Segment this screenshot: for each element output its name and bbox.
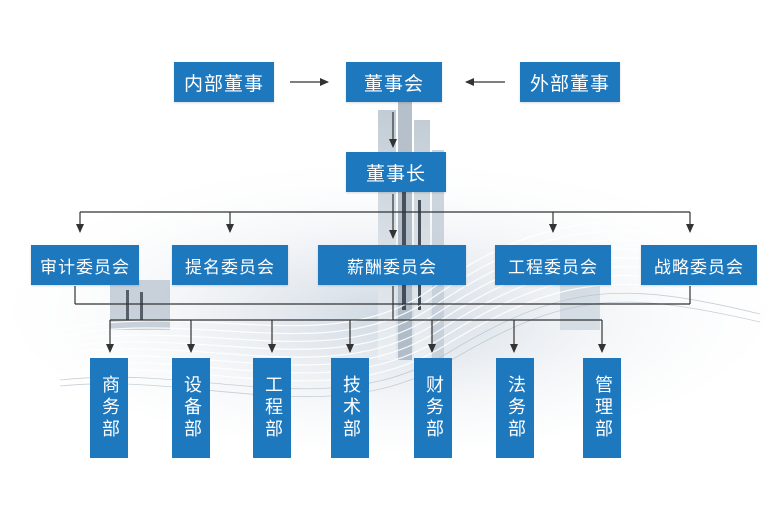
dept-equipment: 设备部 [172,358,210,458]
board-label: 董事会 [363,72,424,95]
internal-directors-label: 内部董事 [183,72,264,95]
dept-legal: 法务部 [496,358,534,458]
dept-commerce: 商务部 [90,358,128,458]
board-box: 董事会 [346,62,442,102]
dept-label: 技术部 [340,375,361,441]
committee-nomination: 提名委员会 [172,245,288,285]
chairman-label: 董事长 [365,162,426,185]
dept-label: 商务部 [99,375,120,441]
dept-label: 法务部 [505,375,526,441]
committee-compensation: 薪酬委员会 [318,245,466,285]
committee-label: 薪酬委员会 [347,257,437,278]
committee-audit: 审计委员会 [31,245,139,285]
dept-label: 财务部 [423,375,444,441]
dept-label: 工程部 [262,375,283,441]
dept-label: 管理部 [592,375,613,441]
committee-label: 提名委员会 [185,257,275,278]
dept-technology: 技术部 [331,358,369,458]
dept-finance: 财务部 [414,358,452,458]
chairman-box: 董事长 [346,152,446,192]
dept-engineering: 工程部 [253,358,291,458]
committee-engineering: 工程委员会 [495,245,611,285]
dept-management: 管理部 [583,358,621,458]
external-directors-box: 外部董事 [520,62,620,102]
dept-label: 设备部 [181,375,202,441]
committee-strategy: 战略委员会 [641,245,757,285]
committee-label: 战略委员会 [654,257,744,278]
committee-label: 工程委员会 [508,257,598,278]
internal-directors-box: 内部董事 [174,62,274,102]
external-directors-label: 外部董事 [529,72,610,95]
committee-label: 审计委员会 [40,257,130,278]
